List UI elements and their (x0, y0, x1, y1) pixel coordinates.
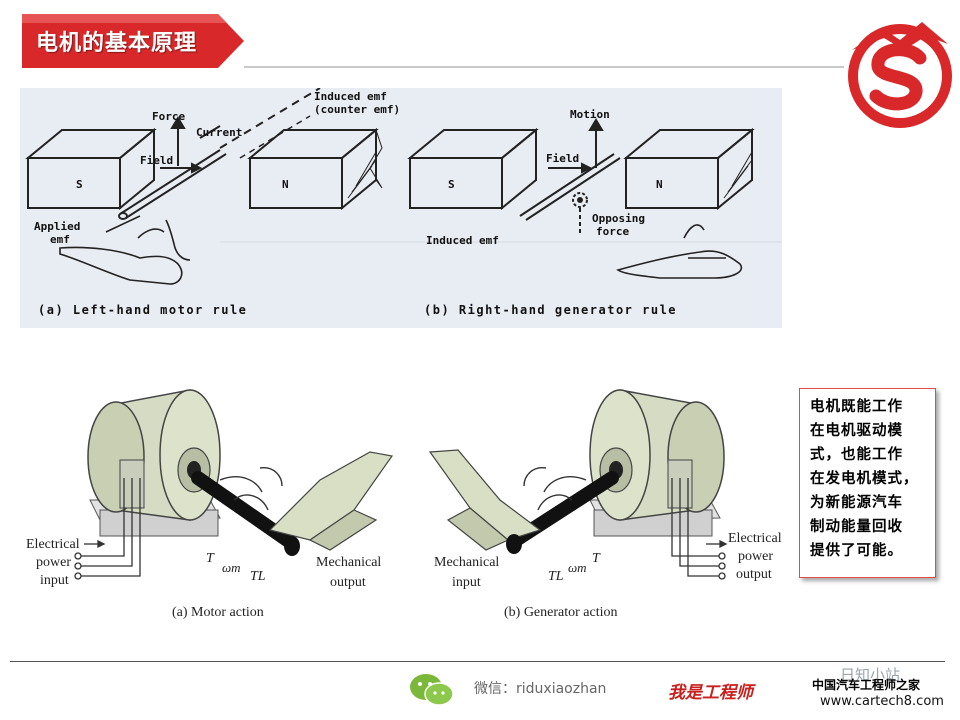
motor-T-label: T (206, 551, 215, 566)
generator-caption: (b) Generator action (504, 605, 618, 620)
n-label-right: N (656, 178, 663, 191)
generator-input-label-2: input (452, 575, 481, 590)
force-label: Force (152, 110, 185, 123)
motion-label: Motion (570, 108, 610, 121)
field-label-left: Field (140, 154, 173, 167)
conductor-left (118, 149, 227, 220)
slogan: 我是工程师 (668, 683, 753, 703)
generator-TL-label: TL (548, 569, 564, 584)
current-arrow (199, 125, 221, 139)
current-label: Current (196, 126, 242, 139)
counter-emf-line (219, 88, 321, 149)
generator-rotation-arrows (523, 467, 587, 511)
opposing-force-label-2: force (596, 225, 629, 238)
generator-output-label-2: power (738, 549, 773, 564)
note-line: 为新能源汽车 (810, 494, 903, 511)
generator-T-label: T (592, 551, 601, 566)
motor-caption: (a) Motor action (172, 605, 264, 620)
s-magnet-block-right (407, 127, 539, 211)
motor-body (87, 389, 221, 521)
note-text: 电机既能工作 在电机驱动模 式，也能工作 在发电机模式， 为新能源汽车 制动能量… (810, 395, 932, 563)
left-hand-icon (59, 215, 191, 285)
note-line: 在发电机模式， (810, 470, 919, 487)
conductor-right (519, 153, 621, 221)
s-label-left: S (76, 178, 83, 191)
motor-output-label-1: Mechanical (316, 555, 381, 570)
generator-output-label-3: output (736, 567, 772, 582)
motor-output-belt (268, 451, 394, 556)
motor-input-label-3: input (40, 573, 69, 588)
motor-output-label-2: output (330, 575, 366, 590)
title-divider (244, 66, 844, 68)
generator-output-wires (671, 478, 728, 580)
generator-omega-label: ωm (568, 560, 587, 575)
watermark-sub: 中国汽车工程师之家 (812, 678, 921, 692)
motor-rotation-arrows (219, 467, 283, 511)
motor-input-wires (74, 478, 141, 580)
watermark-url: www.cartech8.com (820, 694, 944, 709)
brand-logo (842, 14, 958, 130)
motor-omega-label: ωm (222, 560, 241, 575)
applied-emf-label-2: emf (50, 233, 70, 246)
generator-input-belt (428, 449, 542, 554)
generator-body (589, 389, 725, 521)
note-box: 电机既能工作 在电机驱动模 式，也能工作 在发电机模式， 为新能源汽车 制动能量… (799, 388, 936, 578)
opposing-force-label-1: Opposing (592, 212, 645, 225)
n-label-left: N (282, 178, 289, 191)
motor-TL-label: TL (250, 569, 266, 584)
motor-input-label-1: Electrical (26, 537, 80, 552)
motor-input-label-2: power (36, 555, 71, 570)
hand-rules-diagram: Force Current Induced emf (counter emf) … (20, 88, 782, 328)
s-label-right: S (448, 178, 455, 191)
field-label-right: Field (546, 152, 579, 165)
title-banner: 电机的基本原理 (22, 14, 244, 68)
note-line: 式，也能工作 (810, 446, 903, 463)
watermark-brand: 日知小站 (840, 666, 901, 684)
note-line: 提供了可能。 (810, 542, 903, 559)
note-line: 制动能量回收 (810, 518, 903, 535)
opposing-force-symbol (572, 192, 588, 208)
induced-emf-counter-label-2: (counter emf) (314, 103, 400, 116)
generator-output-label-1: Electrical (728, 531, 782, 546)
caption-right: (b) Right-hand generator rule (424, 303, 677, 317)
page-title: 电机的基本原理 (36, 31, 198, 56)
induced-emf-counter-label-1: Induced emf (314, 90, 387, 103)
induced-emf-label: Induced emf (426, 234, 499, 247)
right-hand-icon (616, 224, 743, 279)
wechat-id: 微信：riduxiaozhan (474, 681, 607, 697)
n-magnet-block-left (247, 127, 383, 211)
note-line: 在电机驱动模 (810, 422, 903, 439)
footer-divider (10, 661, 945, 662)
note-line: 电机既能工作 (810, 398, 903, 415)
s-magnet-block-left (25, 127, 157, 211)
n-magnet-block-right (623, 127, 755, 211)
wechat-icon (408, 672, 456, 708)
caption-left: (a) Left-hand motor rule (38, 303, 247, 317)
generator-input-label-1: Mechanical (434, 555, 499, 570)
applied-emf-label-1: Applied (34, 220, 80, 233)
motor-generator-diagram: Electrical power input T ωm TL Mechanica… (20, 360, 790, 630)
